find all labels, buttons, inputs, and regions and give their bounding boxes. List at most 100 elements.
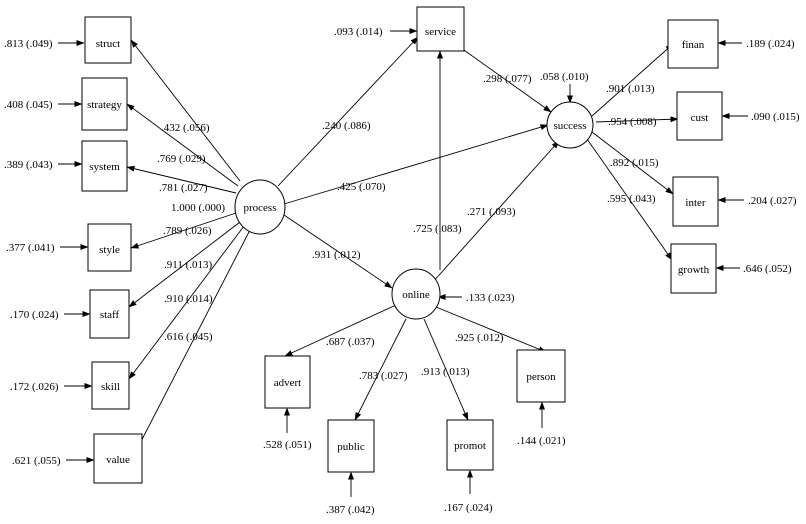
error-success: .058 (.010) xyxy=(540,71,589,83)
node-person xyxy=(516,349,566,403)
label-process-struct: .432 (.056) xyxy=(161,122,210,134)
edge-online-advert xyxy=(284,304,397,357)
node-online-label: online xyxy=(402,289,430,301)
edges xyxy=(58,28,748,497)
label-process-style: .789 (.026) xyxy=(163,225,212,237)
error-advert: .528 (.051) xyxy=(263,439,312,451)
label-process-online: .931 (.012) xyxy=(312,249,361,261)
node-struct-label: struct xyxy=(96,38,120,50)
edge-online-public xyxy=(354,318,407,421)
label-success-growth: .595 (.043) xyxy=(607,193,656,205)
edge-success-cust xyxy=(595,116,679,123)
node-advert-label: advert xyxy=(274,377,301,389)
node-inter xyxy=(672,176,719,227)
label-service-success: .298 (.077) xyxy=(483,73,532,85)
label-online-promot: .913 (.013) xyxy=(421,366,470,378)
node-advert xyxy=(264,355,311,409)
edge-success-growth xyxy=(586,138,673,261)
error-inter: .204 (.027) xyxy=(748,195,797,207)
node-process xyxy=(234,179,286,235)
label-process-fixed: 1.000 (.000) xyxy=(171,202,225,214)
node-growth-label: growth xyxy=(678,264,710,276)
node-service xyxy=(416,6,465,52)
node-public xyxy=(327,419,375,473)
node-growth xyxy=(670,243,717,294)
node-service-label: service xyxy=(425,26,456,38)
error-promot: .167 (.024) xyxy=(444,502,493,514)
label-process-value: .616 (.045) xyxy=(164,331,213,343)
error-skill: .172 (.026) xyxy=(10,381,59,393)
error-struct: .813 (.049) xyxy=(4,38,53,50)
edge-process-style xyxy=(130,212,237,249)
error-growth: .646 (.052) xyxy=(743,263,792,275)
label-process-success: .425 (.070) xyxy=(337,181,386,193)
label-success-finan: .901 (.013) xyxy=(606,83,655,95)
node-value-label: value xyxy=(106,454,130,466)
node-system xyxy=(81,140,128,192)
error-person: .144 (.021) xyxy=(517,435,566,447)
node-cust xyxy=(676,91,723,141)
node-process-label: process xyxy=(244,202,277,214)
edge-process-service xyxy=(277,36,419,187)
nodes: struct strategy system style staff skill… xyxy=(81,6,723,484)
node-inter-label: inter xyxy=(685,197,705,209)
error-public: .387 (.042) xyxy=(326,504,375,516)
edge-process-value xyxy=(133,229,251,456)
error-service: .093 (.014) xyxy=(334,26,383,38)
error-style: .377 (.041) xyxy=(6,242,55,254)
node-online xyxy=(391,268,441,320)
edge-online-person xyxy=(435,306,547,353)
edge-process-system xyxy=(126,165,237,194)
error-online: .133 (.023) xyxy=(466,292,515,304)
label-process-staff: .911 (.013) xyxy=(164,259,213,271)
edge-process-online xyxy=(283,214,393,289)
edge-process-success xyxy=(283,124,549,205)
edge-process-struct xyxy=(130,39,241,182)
edge-service-success xyxy=(460,47,552,113)
edge-success-inter xyxy=(591,131,674,195)
node-promot-label: promot xyxy=(454,440,486,452)
node-value xyxy=(93,433,143,484)
label-online-person: .925 (.012) xyxy=(455,332,504,344)
error-system: .389 (.043) xyxy=(4,159,53,171)
error-value: .621 (.055) xyxy=(12,455,61,467)
label-online-advert: .687 (.037) xyxy=(326,336,375,348)
label-online-public: .783 (.027) xyxy=(359,370,408,382)
error-labels: .813 (.049) .408 (.045) .389 (.043) .377… xyxy=(4,26,800,516)
edge-online-promot xyxy=(423,318,469,421)
edge-process-strategy xyxy=(126,103,239,187)
node-system-label: system xyxy=(89,161,120,173)
node-person-label: person xyxy=(526,371,556,383)
error-finan: .189 (.024) xyxy=(746,38,795,50)
error-strategy: .408 (.045) xyxy=(4,99,53,111)
edge-online-success xyxy=(431,140,560,284)
node-finan-label: finan xyxy=(682,39,705,51)
label-online-service: .725 (.083) xyxy=(413,223,462,235)
edge-process-staff xyxy=(128,221,241,308)
label-process-system: .781 (.027) xyxy=(159,182,208,194)
label-success-inter: .892 (.015) xyxy=(610,157,659,169)
node-style xyxy=(87,223,132,272)
path-labels: .432 (.056) .769 (.029) .781 (.027) 1.00… xyxy=(157,73,659,382)
node-public-label: public xyxy=(337,441,365,453)
node-success-label: success xyxy=(554,120,587,132)
node-staff xyxy=(89,289,130,339)
edge-process-skill xyxy=(128,225,245,380)
node-strategy xyxy=(81,77,128,131)
label-process-strategy: .769 (.029) xyxy=(157,153,206,165)
error-staff: .170 (.024) xyxy=(10,309,59,321)
error-cust: .090 (.015) xyxy=(751,111,800,123)
node-success xyxy=(546,101,594,149)
label-process-service: .240 (.086) xyxy=(322,120,371,132)
node-cust-label: cust xyxy=(691,112,709,124)
node-style-label: style xyxy=(99,244,120,256)
node-strategy-label: strategy xyxy=(87,99,122,111)
node-skill-label: skill xyxy=(101,381,120,393)
label-online-success: .271 (.093) xyxy=(467,206,516,218)
node-staff-label: staff xyxy=(100,309,120,321)
node-skill xyxy=(91,361,130,410)
node-struct xyxy=(84,16,132,64)
node-finan xyxy=(667,19,719,69)
label-success-cust: .954 (.008) xyxy=(608,116,657,128)
